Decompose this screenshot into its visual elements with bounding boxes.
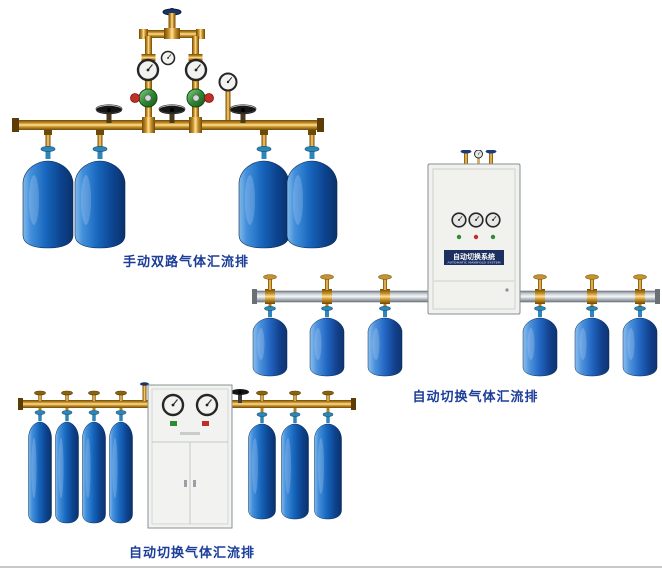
gas-cylinder [314,412,342,520]
product-caption: 自动切换气体汇流排 [128,546,255,561]
gas-cylinder [109,410,133,524]
door-handle [184,480,187,487]
cabinet-gauges [451,212,501,228]
pressure-regulators [130,88,214,108]
auto-switch-cabinet-manifold-graphic [18,382,356,529]
gas-cylinder [252,305,288,377]
gas-cylinder [28,410,52,524]
gas-cylinder [522,305,558,377]
gas-cylinder [367,305,403,377]
control-cabinet: 自动切换系统 AUTOMATIC MANIFOLD SYSTEM [427,149,521,315]
cabinet-subtitle: AUTOMATIC MANIFOLD SYSTEM [447,261,500,265]
pressure-gauge [161,393,185,417]
gas-cylinder [622,305,658,377]
gas-cylinder [309,305,345,377]
gas-cylinder [74,145,126,249]
auto-switch-manifold-illustration: 自动切换系统 AUTOMATIC MANIFOLD SYSTEM [252,149,660,384]
handwheel-valve [231,389,249,403]
cylinder-stations-right [256,390,334,416]
auto-switch-cabinet-manifold-illustration [18,380,358,546]
product-caption: 手动双路气体汇流排 [122,255,249,270]
manual-dual-manifold-illustration [6,6,342,252]
auto-switch-manifold-graphic: 自动切换系统 AUTOMATIC MANIFOLD SYSTEM [252,149,660,377]
indicator-light-green [490,234,496,240]
gas-cylinder [574,305,610,377]
gas-cylinder [22,145,74,249]
pressure-gauge [195,393,219,417]
cabinet-lock [505,288,509,292]
control-cabinet [147,384,233,529]
gas-cylinder [55,410,79,524]
gas-cylinder [281,412,309,520]
manual-dual-manifold-graphic [12,8,338,249]
cabinet-label-plate [444,250,504,265]
indicator-light-green [456,234,462,240]
product-caption: 自动切换气体汇流排 [412,390,539,405]
cylinder-drop-pipes [44,130,316,150]
cabinet-title: 自动切换系统 [453,252,495,261]
gas-cylinder [248,412,276,520]
bottom-divider [0,566,662,568]
indicator-light-red [473,234,479,240]
manifold-main-pipe [18,382,356,410]
indicator-green [170,421,177,426]
gas-cylinder [82,410,106,524]
manifold-main-pipe [12,117,324,133]
door-handle [193,480,196,487]
indicator-red [202,421,209,426]
